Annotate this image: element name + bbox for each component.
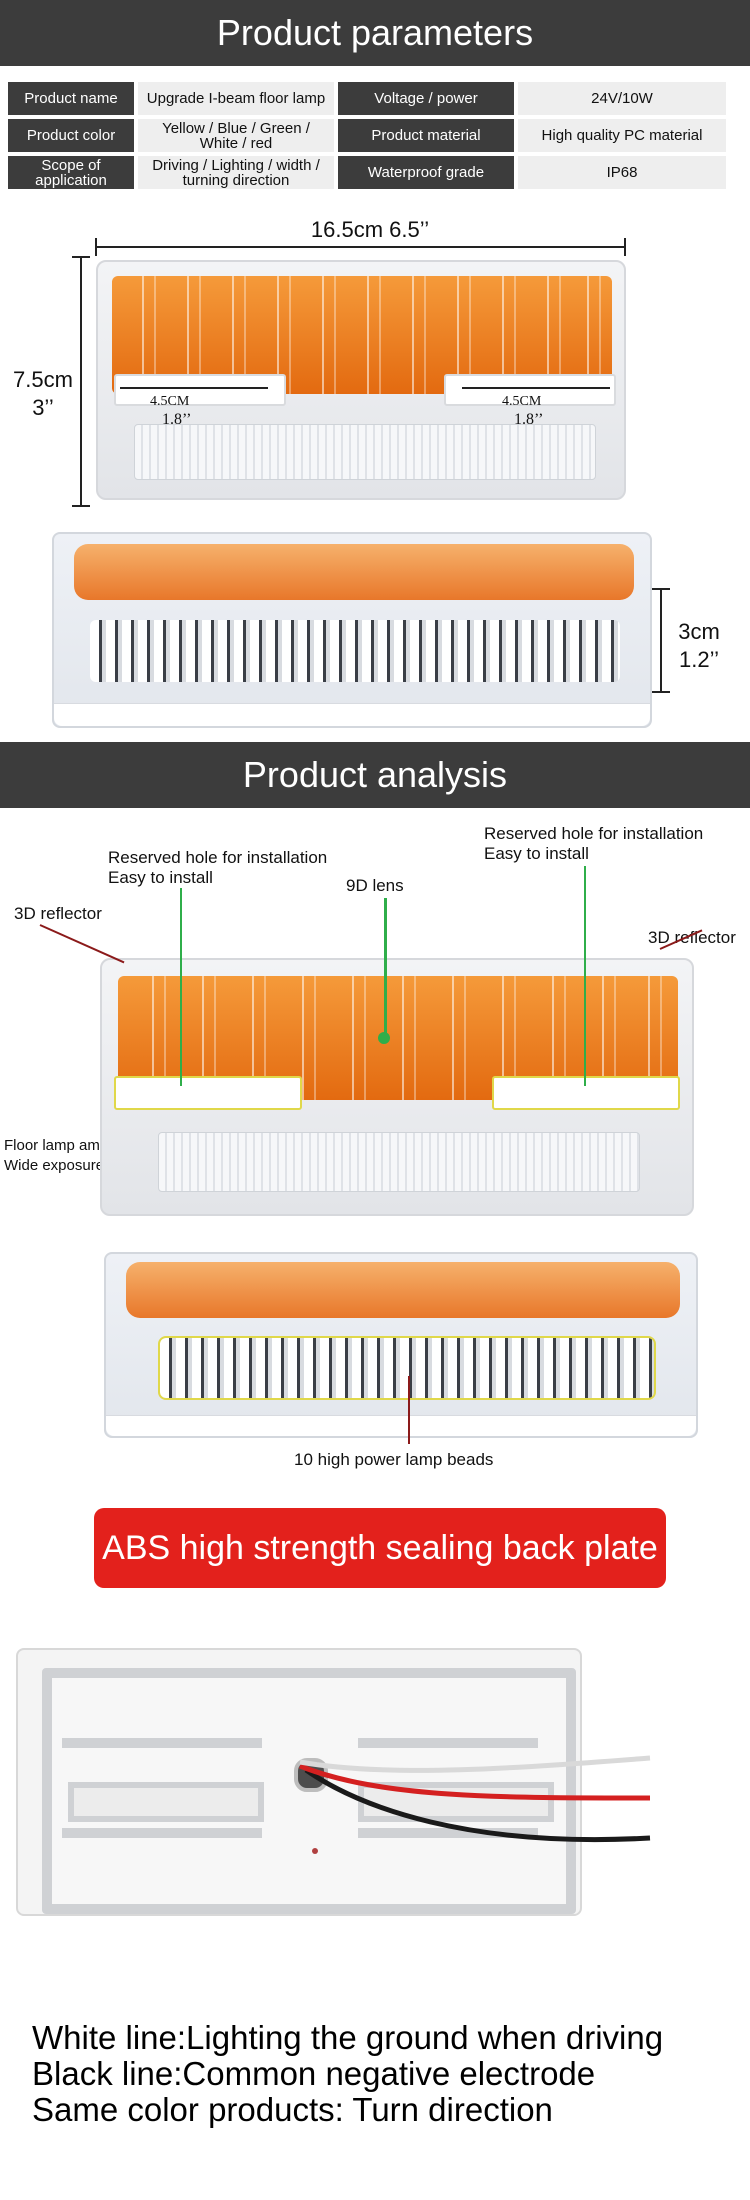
slot-right-in: 1.8’’ bbox=[514, 411, 544, 428]
wire-white-text: White line:Lighting the ground when driv… bbox=[32, 2019, 664, 2056]
dimension-tick bbox=[72, 505, 90, 507]
mounting-slot-left bbox=[114, 1076, 302, 1110]
slot-dimension-line bbox=[462, 387, 610, 389]
mounting-slot-right bbox=[492, 1076, 680, 1110]
reflector-left-label: 3D reflector bbox=[14, 904, 102, 923]
table-row: Scope of application Driving / Lighting … bbox=[8, 156, 726, 189]
callout-line bbox=[180, 888, 182, 1086]
depth-dimension-line bbox=[660, 588, 662, 692]
wire-same-color-text: Same color products: Turn direction bbox=[32, 2091, 553, 2128]
width-dimension-line bbox=[95, 246, 625, 248]
callout-line bbox=[408, 1376, 410, 1444]
back-plate-title-text: ABS high strength sealing back plate bbox=[102, 1528, 658, 1567]
depth-dimension-cm: 3cm bbox=[678, 619, 720, 644]
lens-label: 9D lens bbox=[346, 876, 404, 895]
back-plate-image bbox=[16, 1648, 582, 1916]
slot-left-cm: 4.5CM bbox=[150, 394, 190, 409]
banner-title: Product analysis bbox=[242, 754, 508, 795]
table-label: Scope of application bbox=[8, 156, 134, 189]
table-value: Yellow / Blue / Green / White / red bbox=[138, 119, 334, 152]
reflector-right-label: 3D reflector bbox=[648, 928, 736, 947]
table-label: Waterproof grade bbox=[338, 156, 514, 189]
lamp-side-analysis-image bbox=[104, 1252, 698, 1438]
beads-label: 10 high power lamp beads bbox=[294, 1450, 494, 1469]
table-value: High quality PC material bbox=[518, 119, 726, 152]
callout-line bbox=[584, 866, 586, 1086]
hole-left-sublabel: Easy to install bbox=[108, 868, 213, 887]
callout-line bbox=[384, 898, 387, 1040]
depth-dimension-in: 1.2’’ bbox=[679, 647, 719, 672]
callout-line bbox=[39, 924, 125, 964]
hole-left-label: Reserved hole for installation bbox=[108, 848, 328, 867]
dimension-tick bbox=[652, 588, 670, 590]
slot-dimension-line bbox=[120, 387, 268, 389]
wires-image bbox=[299, 1755, 651, 1843]
slot-right-cm: 4.5CM bbox=[502, 394, 542, 409]
width-dimension-label: 16.5cm 6.5’’ bbox=[310, 217, 430, 242]
section-banner-parameters: Product parameters bbox=[0, 0, 750, 66]
table-value: IP68 bbox=[518, 156, 726, 189]
callout-dot bbox=[378, 1032, 390, 1044]
parameters-table: Product name Upgrade I-beam floor lamp V… bbox=[4, 78, 730, 193]
lamp-front-image bbox=[96, 260, 626, 500]
height-dimension-line bbox=[80, 256, 82, 506]
clear-lens bbox=[134, 424, 596, 480]
height-dimension-in: 3’’ bbox=[32, 395, 54, 420]
table-value: Upgrade I-beam floor lamp bbox=[138, 82, 334, 115]
dimension-tick bbox=[624, 238, 626, 256]
table-label: Voltage / power bbox=[338, 82, 514, 115]
table-value: 24V/10W bbox=[518, 82, 726, 115]
mounting-slot-right bbox=[444, 374, 616, 406]
table-label: Product color bbox=[8, 119, 134, 152]
slot-left-in: 1.8’’ bbox=[162, 411, 192, 428]
dimension-tick bbox=[72, 256, 90, 258]
table-label: Product name bbox=[8, 82, 134, 115]
table-row: Product color Yellow / Blue / Green / Wh… bbox=[8, 119, 726, 152]
table-value: Driving / Lighting / width / turning dir… bbox=[138, 156, 334, 189]
dimension-tick bbox=[95, 238, 97, 256]
section-banner-analysis: Product analysis bbox=[0, 742, 750, 808]
dimension-tick bbox=[652, 691, 670, 693]
table-row: Product name Upgrade I-beam floor lamp V… bbox=[8, 82, 726, 115]
hole-right-sublabel: Easy to install bbox=[484, 844, 589, 863]
clear-lens bbox=[158, 1132, 640, 1192]
lamp-front-analysis-image bbox=[100, 958, 694, 1216]
wire-black-text: Black line:Common negative electrode bbox=[32, 2055, 596, 2092]
hole-right-label: Reserved hole for installation bbox=[484, 824, 704, 843]
lamp-side-image bbox=[52, 532, 652, 728]
mounting-slot-left bbox=[114, 374, 286, 406]
table-label: Product material bbox=[338, 119, 514, 152]
height-dimension-cm: 7.5cm bbox=[13, 367, 73, 392]
back-plate-title: ABS high strength sealing back plate bbox=[94, 1508, 666, 1588]
banner-title: Product parameters bbox=[216, 12, 534, 53]
